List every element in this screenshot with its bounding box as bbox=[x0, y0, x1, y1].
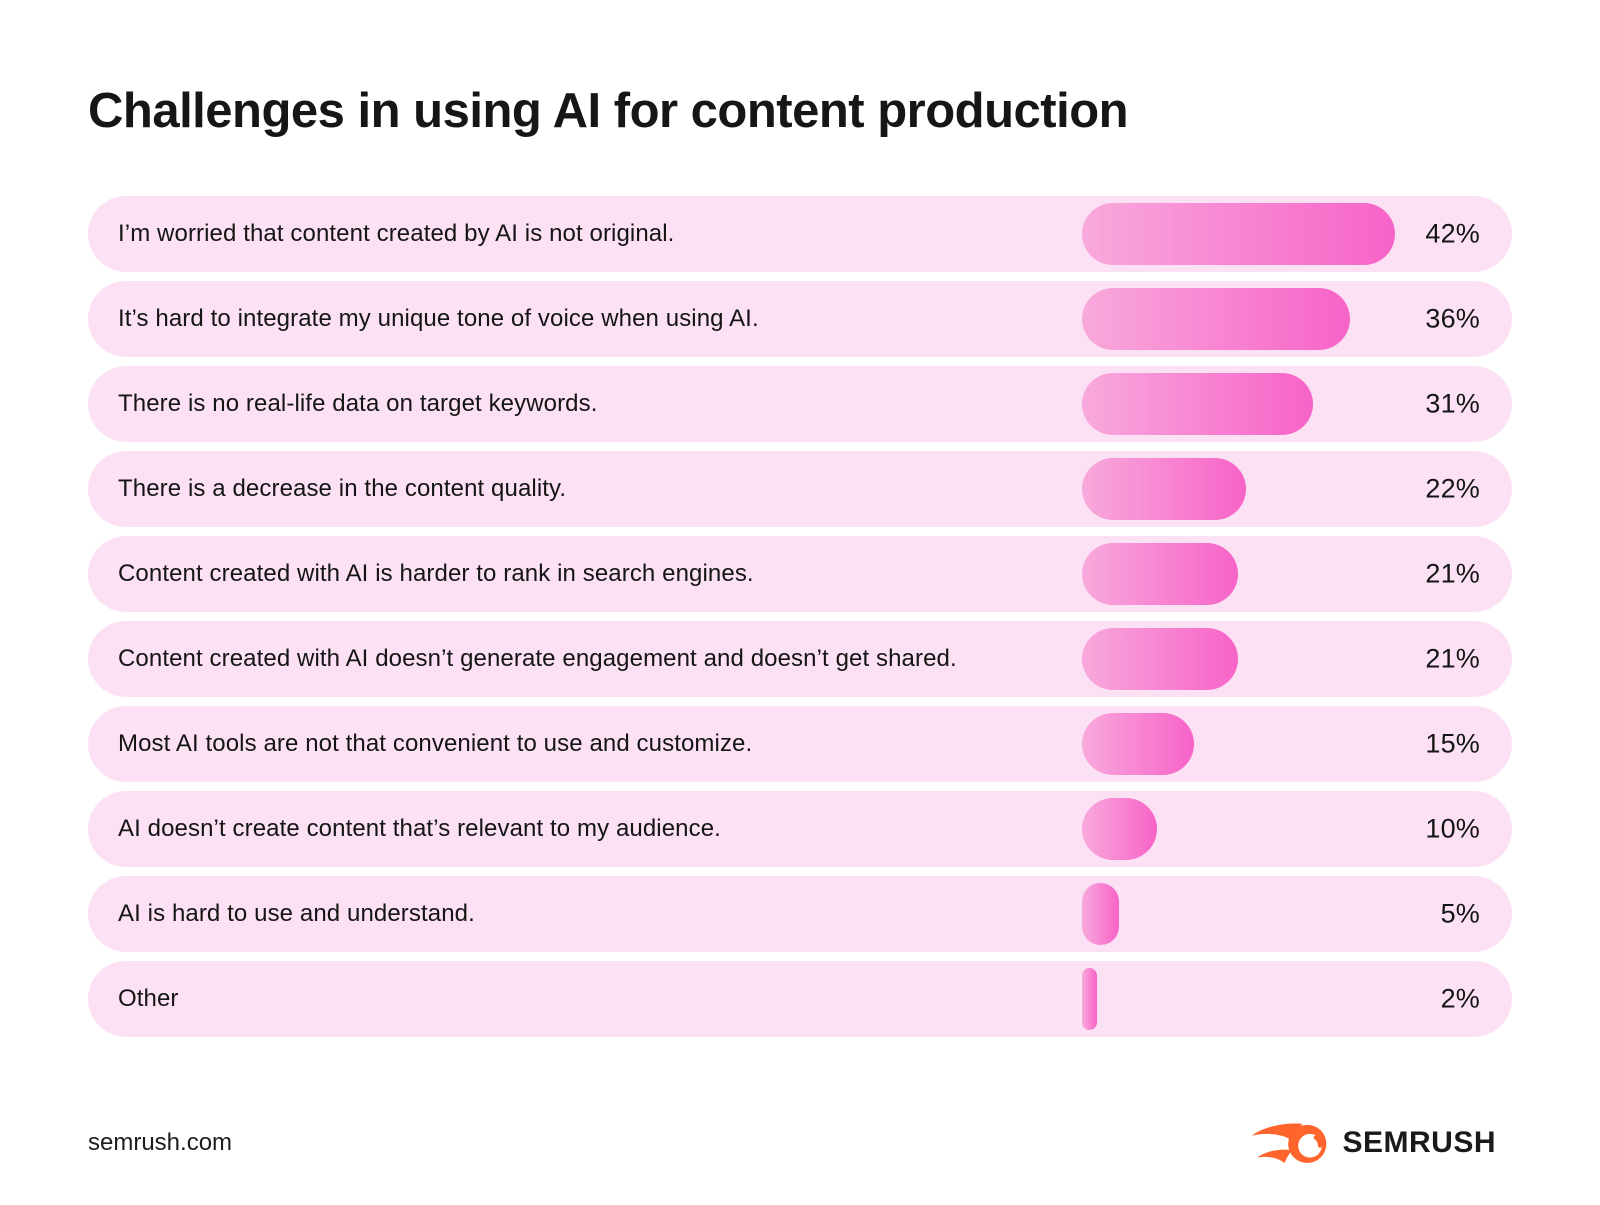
chart-row: Most AI tools are not that convenient to… bbox=[88, 705, 1512, 782]
value-bar bbox=[1082, 712, 1194, 775]
chart-row: There is a decrease in the content quali… bbox=[88, 450, 1512, 527]
chart-row: There is no real-life data on target key… bbox=[88, 365, 1512, 442]
value-bar bbox=[1082, 202, 1395, 265]
chart-row: Content created with AI is harder to ran… bbox=[88, 535, 1512, 612]
semrush-wordmark: SEMRUSH bbox=[1342, 1126, 1496, 1159]
challenge-label: There is no real-life data on target key… bbox=[118, 389, 598, 417]
challenge-label: Content created with AI is harder to ran… bbox=[118, 559, 754, 587]
value-bar bbox=[1082, 797, 1157, 860]
value-label: 10% bbox=[1425, 813, 1480, 844]
value-label: 15% bbox=[1425, 728, 1480, 759]
value-label: 5% bbox=[1440, 898, 1480, 929]
challenge-label: Other bbox=[118, 984, 179, 1012]
value-label: 42% bbox=[1425, 218, 1480, 249]
value-bar bbox=[1082, 967, 1097, 1030]
chart-row: I’m worried that content created by AI i… bbox=[88, 195, 1512, 272]
chart-row: Content created with AI doesn’t generate… bbox=[88, 620, 1512, 697]
challenge-label: AI doesn’t create content that’s relevan… bbox=[118, 814, 721, 842]
chart-row: AI doesn’t create content that’s relevan… bbox=[88, 790, 1512, 867]
value-label: 2% bbox=[1440, 983, 1480, 1014]
chart-row: Other 2% bbox=[88, 960, 1512, 1037]
semrush-flame-icon bbox=[1252, 1123, 1327, 1163]
chart-row: AI is hard to use and understand. 5% bbox=[88, 875, 1512, 952]
challenge-label: I’m worried that content created by AI i… bbox=[118, 219, 675, 247]
challenge-label: Most AI tools are not that convenient to… bbox=[118, 729, 753, 757]
challenge-label: There is a decrease in the content quali… bbox=[118, 474, 567, 502]
value-label: 22% bbox=[1425, 473, 1480, 504]
value-label: 36% bbox=[1425, 303, 1480, 334]
semrush-logo: SEMRUSH bbox=[1250, 1121, 1496, 1165]
chart-row: It’s hard to integrate my unique tone of… bbox=[88, 280, 1512, 357]
value-bar bbox=[1082, 372, 1313, 435]
challenge-label: Content created with AI doesn’t generate… bbox=[118, 644, 957, 672]
bar-chart: I’m worried that content created by AI i… bbox=[88, 195, 1512, 1037]
value-bar bbox=[1082, 627, 1238, 690]
challenge-label: AI is hard to use and understand. bbox=[118, 899, 475, 927]
challenge-label: It’s hard to integrate my unique tone of… bbox=[118, 304, 759, 332]
value-bar bbox=[1082, 457, 1246, 520]
value-label: 21% bbox=[1425, 558, 1480, 589]
footer: semrush.com SEMRUSH bbox=[88, 1118, 1496, 1168]
value-bar bbox=[1082, 882, 1119, 945]
value-label: 21% bbox=[1425, 643, 1480, 674]
value-label: 31% bbox=[1425, 388, 1480, 419]
source-url: semrush.com bbox=[88, 1129, 233, 1156]
value-bar bbox=[1082, 287, 1350, 350]
page-title: Challenges in using AI for content produ… bbox=[88, 84, 1129, 138]
value-bar bbox=[1082, 542, 1238, 605]
